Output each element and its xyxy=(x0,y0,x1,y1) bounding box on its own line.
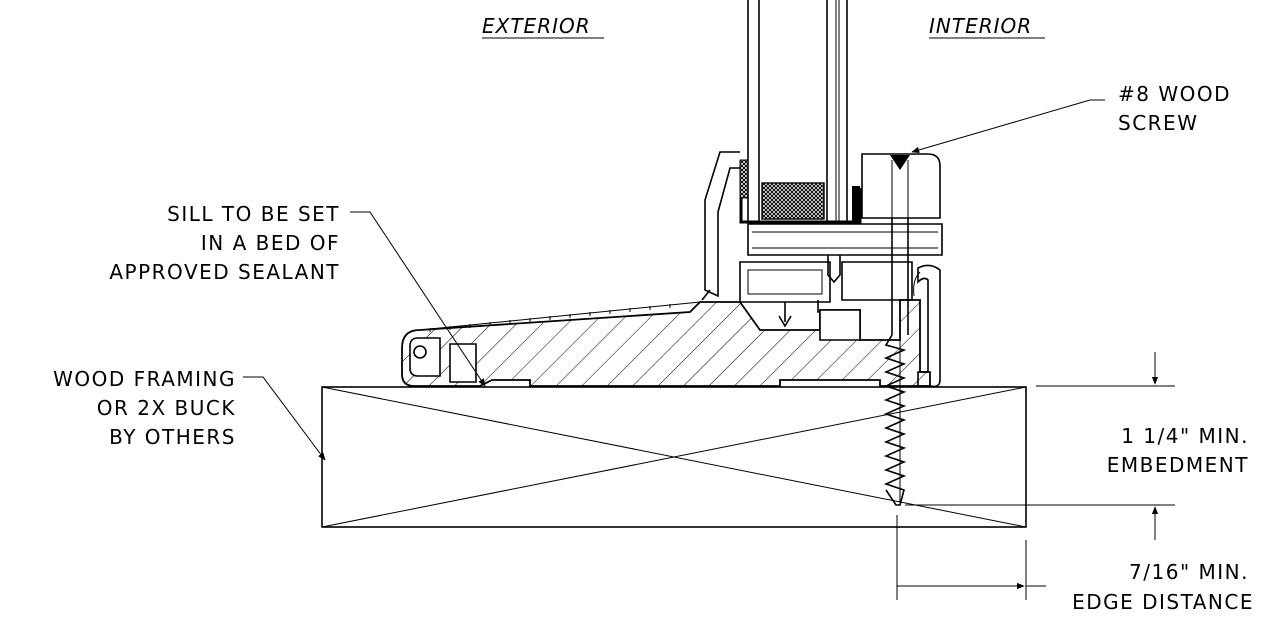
svg-text:BY OTHERS: BY OTHERS xyxy=(109,425,236,449)
sill-note: SILL TO BE SET IN A BED OF APPROVED SEAL… xyxy=(109,202,340,284)
svg-text:SILL TO BE SET: SILL TO BE SET xyxy=(167,202,340,226)
embedment-dimension xyxy=(905,352,1175,540)
framing-leader xyxy=(243,376,326,461)
wood-screw xyxy=(883,218,909,506)
interior-header: INTERIOR xyxy=(929,14,1045,39)
svg-text:EDGE DISTANCE: EDGE DISTANCE xyxy=(1072,590,1254,614)
svg-text:WOOD FRAMING: WOOD FRAMING xyxy=(53,367,236,391)
svg-text:INTERIOR: INTERIOR xyxy=(929,14,1032,38)
sill-leader xyxy=(350,211,486,387)
svg-text:EXTERIOR: EXTERIOR xyxy=(482,14,591,38)
embedment-note: 1 1/4" MIN. EMBEDMENT xyxy=(1107,424,1249,477)
svg-text:IN A BED OF: IN A BED OF xyxy=(201,231,340,255)
interior-wood-stop xyxy=(861,153,941,219)
exterior-header: EXTERIOR xyxy=(482,14,604,39)
svg-text:1 1/4" MIN.: 1 1/4" MIN. xyxy=(1121,424,1249,448)
edge-distance-dimension xyxy=(896,515,1046,600)
exterior-glazing-leg xyxy=(701,151,740,301)
edge-distance-note: 7/16" MIN. EDGE DISTANCE xyxy=(1072,560,1254,614)
framing-note: WOOD FRAMING OR 2X BUCK BY OTHERS xyxy=(53,367,236,449)
wood-framing-block xyxy=(321,386,1027,528)
svg-text:SCREW: SCREW xyxy=(1118,111,1198,135)
svg-text:EMBEDMENT: EMBEDMENT xyxy=(1107,453,1249,477)
screw-leader xyxy=(911,99,1105,154)
screw-note: #8 WOOD SCREW xyxy=(1118,82,1231,135)
insulated-glass-unit xyxy=(739,0,862,224)
sill-section xyxy=(401,299,931,387)
svg-text:APPROVED SEALANT: APPROVED SEALANT xyxy=(109,260,340,284)
svg-text:7/16" MIN.: 7/16" MIN. xyxy=(1129,560,1249,584)
svg-text:OR 2X BUCK: OR 2X BUCK xyxy=(97,396,236,420)
svg-text:#8 WOOD: #8 WOOD xyxy=(1118,82,1231,106)
frame-extrusion xyxy=(739,223,943,388)
